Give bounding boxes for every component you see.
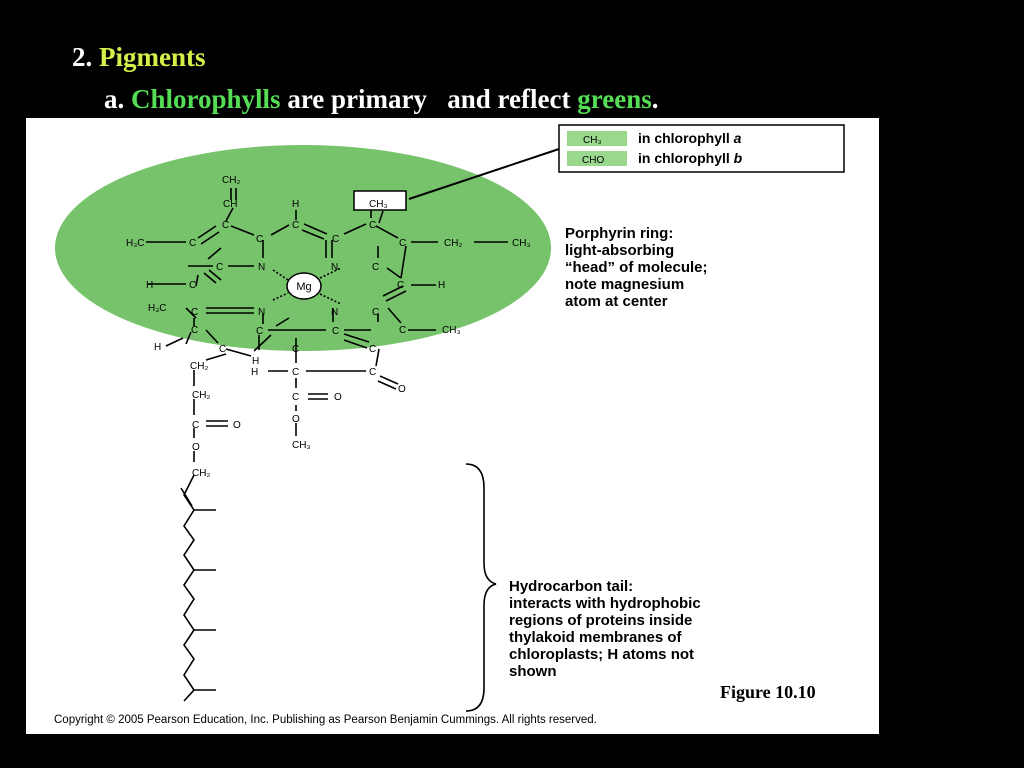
atom-c-15: C	[256, 326, 263, 337]
atom-c-14: C	[191, 325, 198, 336]
atom-o-2: O	[334, 392, 342, 403]
atom-o-1: O	[398, 384, 406, 395]
atom-n-1: N	[258, 262, 265, 273]
tail-annotation: Hydrocarbon tail: interacts with hydroph…	[509, 578, 701, 680]
heading-color-word: greens	[577, 84, 652, 114]
atom-n-2: N	[331, 262, 338, 273]
atom-ester-ch3: CH₃	[292, 440, 311, 451]
atom-h-ring-bottom: H	[252, 356, 259, 367]
porphyrin-line-3: “head” of molecule;	[565, 259, 708, 276]
atom-c-21: C	[292, 367, 299, 378]
atom-h-right: H	[438, 280, 445, 291]
tail-line-5: chloroplasts; H atoms not	[509, 646, 694, 663]
atom-h-bottom: H	[251, 367, 258, 378]
legend-leader-line	[408, 148, 560, 200]
atom-vinyl-ch: CH	[223, 199, 237, 210]
copyright-notice: Copyright © 2005 Pearson Education, Inc.…	[54, 714, 597, 726]
atom-c-10: C	[189, 280, 196, 291]
atom-n-4: N	[331, 307, 338, 318]
atom-c-23: C	[292, 392, 299, 403]
atom-c-4: C	[189, 238, 196, 249]
atom-chain-ch2-1: CH₂	[190, 361, 208, 372]
magnesium-atom	[286, 272, 322, 300]
atom-c-18: C	[219, 344, 226, 355]
porphyrin-line-5: atom at center	[565, 293, 668, 310]
atom-c-12: C	[191, 307, 198, 318]
porphyrin-annotation: Porphyrin ring: light-absorbing “head” o…	[565, 225, 708, 310]
tail-line-2: interacts with hydrophobic	[509, 595, 701, 612]
atom-c-3: C	[369, 220, 376, 231]
legend-chip-a-text: CH₃	[583, 135, 602, 146]
molecule-bonds	[146, 188, 508, 712]
heading-line-1: 2. Pigments	[72, 36, 658, 78]
legend-chip-b-text: CHO	[582, 155, 604, 166]
chlorophyll-diagram: CH₃ CHO in chlorophyll a in chlorophyll …	[55, 124, 845, 712]
atom-c-9: C	[372, 262, 379, 273]
boxed-substituent	[353, 190, 407, 211]
porphyrin-head-highlight	[55, 145, 551, 351]
atom-c-13: C	[372, 307, 379, 318]
legend-chip-cho	[567, 151, 627, 166]
tail-line-6: shown	[509, 663, 557, 680]
figure-label: Figure 10.10	[720, 682, 816, 702]
atom-h3c-top: H₃C	[126, 238, 145, 249]
porphyrin-line-2: light-absorbing	[565, 242, 674, 259]
chlorophyll-figure: CH₃ CHO in chlorophyll a in chlorophyll …	[26, 118, 879, 734]
heading-title: Pigments	[99, 42, 206, 72]
porphyrin-line-4: note magnesium	[565, 276, 684, 293]
atom-chain-ch2-2: CH₂	[192, 390, 210, 401]
heading-term: Chlorophylls	[131, 84, 281, 114]
atom-o-4: O	[233, 420, 241, 431]
magnesium-label: Mg	[296, 281, 311, 293]
atom-c-24: C	[192, 420, 199, 431]
atom-o-3: O	[292, 414, 300, 425]
tail-line-3: regions of proteins inside	[509, 612, 692, 629]
atom-c-19: C	[292, 344, 299, 355]
atom-c-11: C	[397, 280, 404, 291]
boxed-ch3-text: CH₃	[369, 199, 388, 210]
atom-ch3-lower-right: CH₃	[442, 325, 461, 336]
heading-prefix: a.	[104, 84, 125, 114]
atom-h-left: H	[146, 280, 153, 291]
atom-chain-ch2-3: CH₂	[192, 468, 210, 479]
atom-c-6: C	[332, 234, 339, 245]
atom-c-5: C	[256, 234, 263, 245]
legend-chip-ch3	[567, 131, 627, 146]
atom-c-8: C	[216, 262, 223, 273]
legend-row-a: in chlorophyll a	[638, 130, 742, 146]
atom-c-16: C	[332, 326, 339, 337]
atom-c-22: C	[369, 367, 376, 378]
slide-heading: 2. Pigments a. Chlorophylls are primary …	[72, 36, 658, 120]
legend-row-b: in chlorophyll b	[638, 150, 743, 166]
atom-h3c-bottom: H₃C	[148, 303, 167, 314]
heading-period: .	[651, 84, 659, 114]
atom-c-17: C	[399, 325, 406, 336]
atom-top-h: H	[292, 199, 299, 210]
molecule-atoms: CH₂ CH H CH₃ C C C H₃C C C C C CH₂ CH₃ C…	[126, 175, 531, 479]
atom-n-3: N	[258, 307, 265, 318]
tail-line-1: Hydrocarbon tail:	[509, 578, 633, 595]
heading-line-2: a. Chlorophylls are primary and reflect …	[72, 78, 658, 120]
atom-ch3-right: CH₃	[512, 238, 531, 249]
atom-h-lower-left: H	[154, 342, 161, 353]
atom-c-20: C	[369, 344, 376, 355]
atom-vinyl-ch2: CH₂	[222, 175, 240, 186]
heading-middle: are primary and reflect	[287, 84, 571, 114]
heading-number: 2.	[72, 42, 93, 72]
porphyrin-line-1: Porphyrin ring:	[565, 225, 673, 242]
atom-c-7: C	[399, 238, 406, 249]
atom-c-2: C	[292, 220, 299, 231]
atom-c-1: C	[222, 220, 229, 231]
atom-o-5: O	[192, 442, 200, 453]
atom-ch2-right: CH₂	[444, 238, 462, 249]
tail-line-4: thylakoid membranes of	[509, 629, 683, 646]
